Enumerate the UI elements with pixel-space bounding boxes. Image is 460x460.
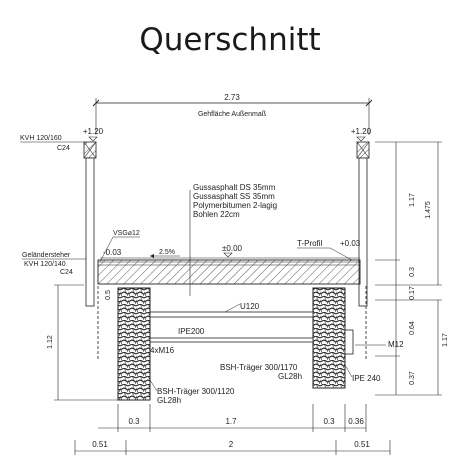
railing-post-left: +1.20 <box>83 127 104 307</box>
dim-bottom-1: 1.7 <box>225 417 237 426</box>
label-bsh-left-1: BSH-Träger 300/1120 <box>157 387 235 396</box>
level-right: +0.03 <box>340 239 361 248</box>
label-t-profil: T-Profil <box>297 239 323 248</box>
label-kvh-top: KVH 120/160 C24 <box>20 135 84 152</box>
dim-right-outer-total: 1.475 <box>425 201 432 219</box>
steel-ipe200: IPE200 <box>149 327 314 343</box>
dim-left-total: 1.12 <box>47 335 54 349</box>
dimension-right <box>375 141 442 396</box>
dim-bottom-3: 0.36 <box>348 417 364 426</box>
dim-bottom2-1: 2 <box>229 440 234 449</box>
level-left: -0.03 <box>103 248 122 257</box>
bsh-beam-left <box>117 287 151 401</box>
label-vsg: VSG⌀12 <box>113 230 140 237</box>
label-gelaendersteher: Geländersteher KVH 120/140 C24 <box>22 252 86 276</box>
top-width-value: 2.73 <box>224 93 240 102</box>
dimension-bottom <box>74 404 391 455</box>
svg-text:KVH 120/160: KVH 120/160 <box>20 135 62 142</box>
svg-text:Gussasphalt DS 35mm: Gussasphalt DS 35mm <box>193 183 276 192</box>
dim-right-upper: 1.17 <box>409 193 416 207</box>
dimension-left <box>54 284 118 401</box>
deck <box>97 257 361 285</box>
dim-left-small: 0.5 <box>105 290 112 300</box>
dim-right-bottom: 0.37 <box>409 371 416 385</box>
slope: 2.5% <box>159 249 175 256</box>
svg-text:KVH 120/140: KVH 120/140 <box>24 261 66 268</box>
dim-right-deck: 0.3 <box>409 267 416 277</box>
label-bsh-right-1: BSH-Träger 300/1170 <box>220 363 298 372</box>
svg-text:IPE200: IPE200 <box>178 327 205 336</box>
dim-bottom2-0: 0.51 <box>92 440 108 449</box>
label-bolts: 4xM16 <box>150 346 175 355</box>
svg-text:Gussasphalt SS 35mm: Gussasphalt SS 35mm <box>193 192 275 201</box>
dim-right-gap: 0.17 <box>409 286 416 300</box>
level-mid: ±0.00 <box>222 244 243 253</box>
label-bsh-right-2: GL28h <box>278 372 302 381</box>
top-width-note: Gehfläche Außenmaß <box>198 111 266 118</box>
dim-bottom2-2: 0.51 <box>354 440 370 449</box>
rail-height-left: +1.20 <box>83 127 104 136</box>
dim-bottom-0: 0.3 <box>128 417 140 426</box>
dim-right-lower-total: 1.17 <box>442 333 449 347</box>
label-bsh-left-2: GL28h <box>157 396 181 405</box>
svg-text:C24: C24 <box>57 145 70 152</box>
steel-u120: U120 <box>149 302 314 318</box>
dim-bottom-2: 0.3 <box>323 417 335 426</box>
dim-right-mid: 0.64 <box>409 321 416 335</box>
svg-text:Geländersteher: Geländersteher <box>22 252 71 259</box>
svg-text:U120: U120 <box>240 302 260 311</box>
railing-post-right: +1.20 <box>351 127 372 307</box>
svg-text:Polymerbitumen 2-lagig: Polymerbitumen 2-lagig <box>193 201 277 210</box>
page-title: Querschnitt <box>139 22 321 58</box>
svg-text:Bohlen 22cm: Bohlen 22cm <box>193 210 240 219</box>
label-ipe240: IPE 240 <box>352 374 381 383</box>
bsh-beam-right <box>312 287 346 389</box>
svg-text:C24: C24 <box>60 269 73 276</box>
rail-height-right: +1.20 <box>351 127 372 136</box>
dimension-top-width: 2.73 Gehfläche Außenmaß <box>92 93 373 135</box>
